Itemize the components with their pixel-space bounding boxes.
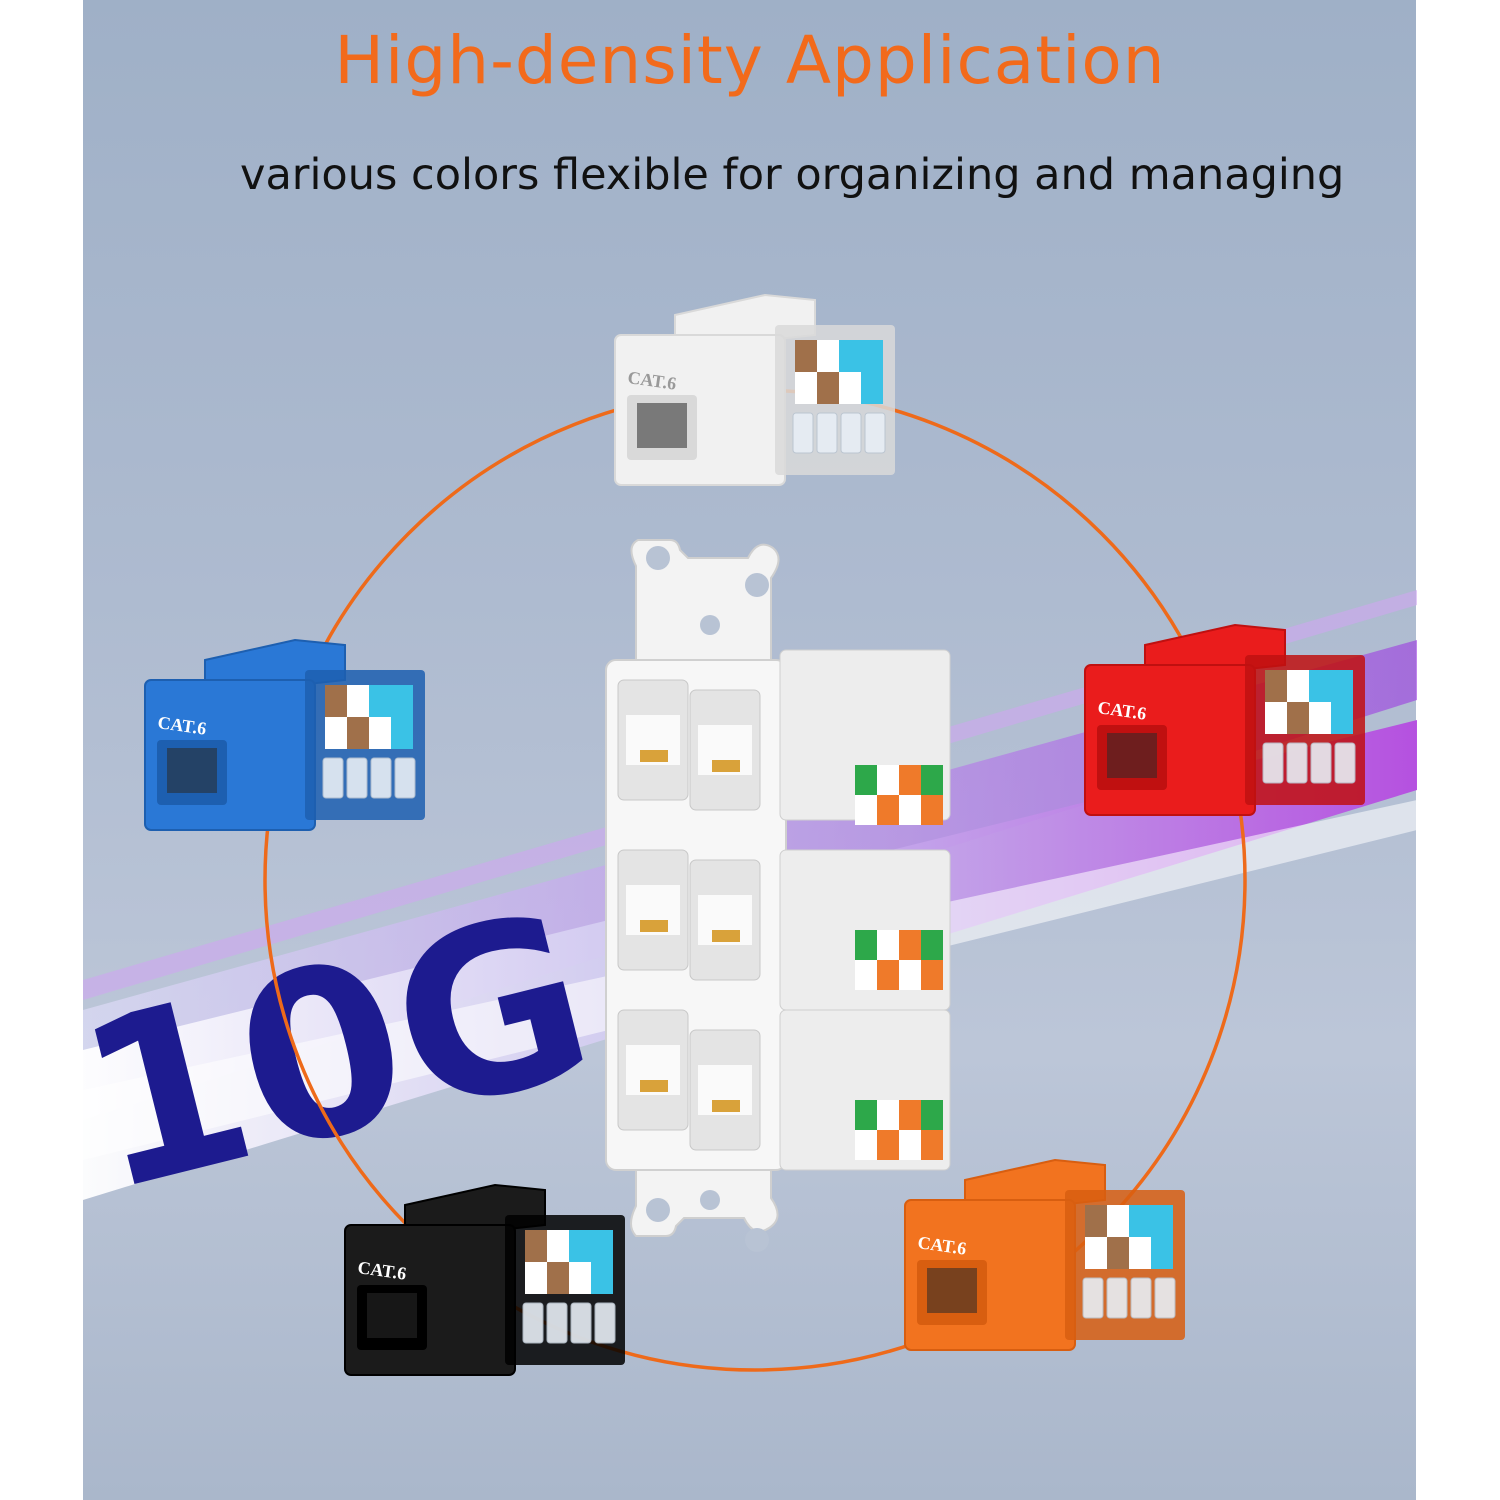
keystone-jack-red: CAT.6 <box>1084 623 1365 816</box>
speed-label: 10G <box>57 862 615 1244</box>
left-margin <box>0 0 83 1500</box>
keystone-jack-orange: CAT.6 <box>904 1158 1185 1351</box>
page-title: High-density Application <box>334 22 1166 99</box>
right-margin <box>1417 0 1500 1500</box>
keystone-jack-blue: CAT.6 <box>144 638 425 831</box>
keystone-jack-black: CAT.6 <box>344 1183 625 1376</box>
page-subtitle: various colors flexible for organizing a… <box>240 150 1345 200</box>
keystone-jack-white: CAT.6 <box>614 293 895 486</box>
wall-plate <box>605 539 951 1252</box>
